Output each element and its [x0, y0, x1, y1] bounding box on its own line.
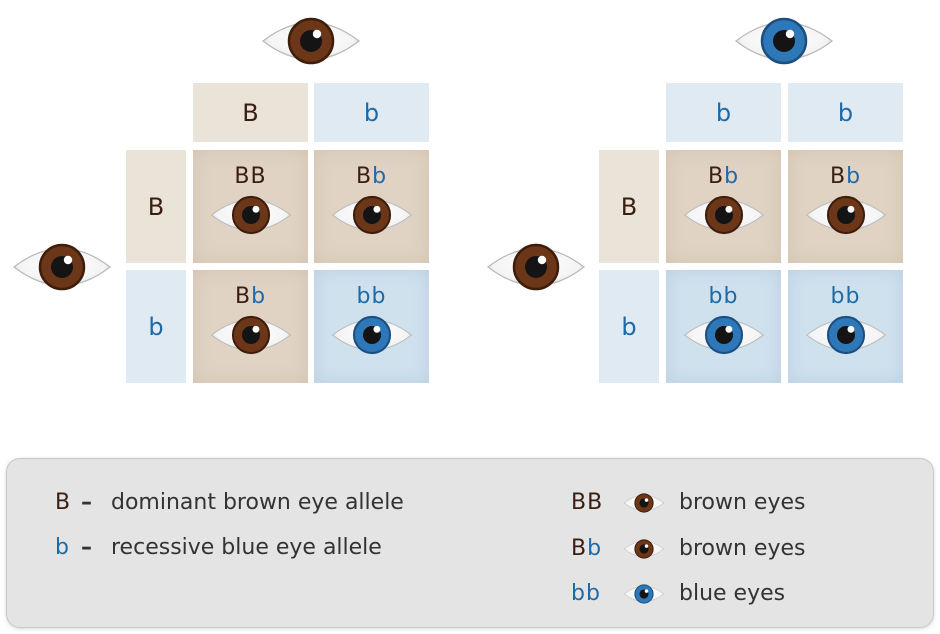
legend-allele-text: recessive blue eye allele [111, 535, 382, 560]
allele-label: b [837, 98, 854, 127]
right-side-allele-1: B [599, 150, 659, 263]
right-offspring-cell-4: bb [788, 270, 903, 383]
blue-eye-icon [805, 311, 887, 359]
genotype-label: Bb [829, 164, 862, 189]
right-top-allele-1: b [666, 83, 781, 142]
brown-eye-icon [805, 191, 887, 239]
right-top-parent-eye-icon [734, 12, 834, 70]
genotype-label: bb [830, 284, 861, 309]
right-offspring-cell-1: Bb [666, 150, 781, 263]
left-top-allele-1: B [193, 83, 308, 142]
allele-label: b [621, 312, 637, 341]
brown-eye-icon [210, 191, 292, 239]
legend-genotype: BB [571, 490, 604, 515]
brown-eye-icon [683, 191, 765, 239]
legend-allele-symbol: B [55, 490, 71, 515]
legend-genotype: Bb [571, 536, 603, 561]
legend-dash: – [81, 490, 92, 515]
allele-label: b [148, 312, 164, 341]
brown-eye-icon [210, 311, 292, 359]
legend-dash: – [81, 535, 92, 560]
right-side-parent-eye-icon [486, 238, 586, 296]
allele-label: B [242, 98, 259, 127]
left-side-allele-1: B [126, 150, 186, 263]
brown-eye-icon [623, 537, 683, 561]
left-offspring-cell-bb-3: Bb [193, 270, 308, 383]
right-offspring-cell-2: Bb [788, 150, 903, 263]
left-side-parent-eye-icon [12, 238, 112, 296]
blue-eye-icon [683, 311, 765, 359]
left-offspring-cell-bb-4: bb [314, 270, 429, 383]
right-top-allele-2: b [788, 83, 903, 142]
left-side-allele-2: b [126, 270, 186, 383]
legend-phenotype-row-3: bb blue eyes [571, 581, 785, 606]
legend-panel: B – dominant brown eye allele b – recess… [6, 458, 934, 628]
left-offspring-cell-bb-1: BB [193, 150, 308, 263]
allele-label: B [147, 192, 165, 221]
right-side-allele-2: b [599, 270, 659, 383]
allele-label: b [363, 98, 380, 127]
legend-allele-row-recessive: b – recessive blue eye allele [55, 535, 382, 560]
blue-eye-icon [623, 582, 683, 606]
genotype-label: BB [234, 164, 267, 189]
left-top-parent-eye-icon [261, 12, 361, 70]
legend-phenotype-row-2: Bb brown eyes [571, 536, 805, 561]
legend-phenotype-text: brown eyes [679, 536, 806, 561]
right-offspring-cell-3: bb [666, 270, 781, 383]
legend-phenotype-row-1: BB brown eyes [571, 490, 805, 515]
genotype-label: bb [356, 284, 387, 309]
legend-allele-row-dominant: B – dominant brown eye allele [55, 490, 404, 515]
genotype-label: Bb [707, 164, 740, 189]
brown-eye-icon [331, 191, 413, 239]
genotype-label: Bb [234, 284, 267, 309]
brown-eye-icon [623, 491, 683, 515]
allele-label: B [620, 192, 638, 221]
genotype-label: bb [708, 284, 739, 309]
legend-phenotype-text: brown eyes [679, 490, 806, 515]
legend-allele-symbol: b [55, 535, 69, 560]
legend-allele-text: dominant brown eye allele [111, 490, 404, 515]
legend-genotype: bb [571, 581, 601, 606]
left-top-allele-2: b [314, 83, 429, 142]
blue-eye-icon [331, 311, 413, 359]
left-offspring-cell-bb-2: Bb [314, 150, 429, 263]
genotype-label: Bb [355, 164, 388, 189]
legend-phenotype-text: blue eyes [679, 581, 786, 606]
allele-label: b [715, 98, 732, 127]
